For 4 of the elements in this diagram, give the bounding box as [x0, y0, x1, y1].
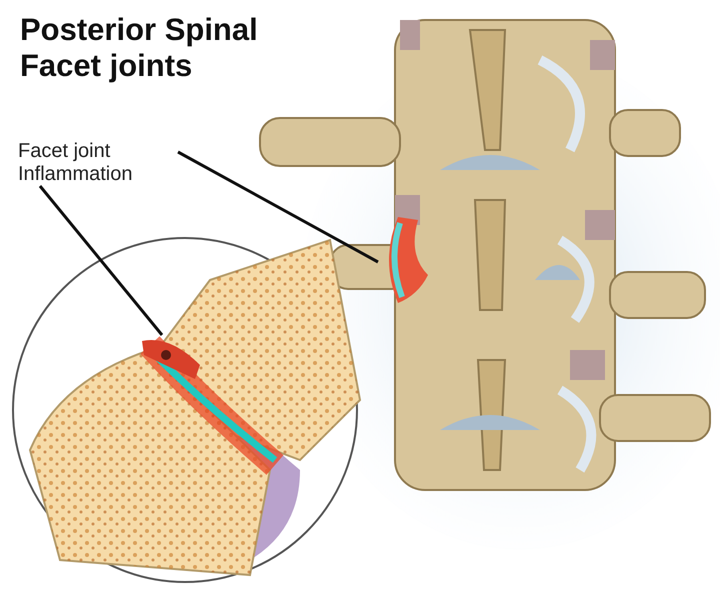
leader-line — [38, 185, 164, 336]
leader-line — [177, 150, 379, 264]
callout-label: Facet joint Inflammation — [18, 140, 178, 186]
diagram-title: Posterior Spinal Facet joints — [20, 12, 259, 84]
